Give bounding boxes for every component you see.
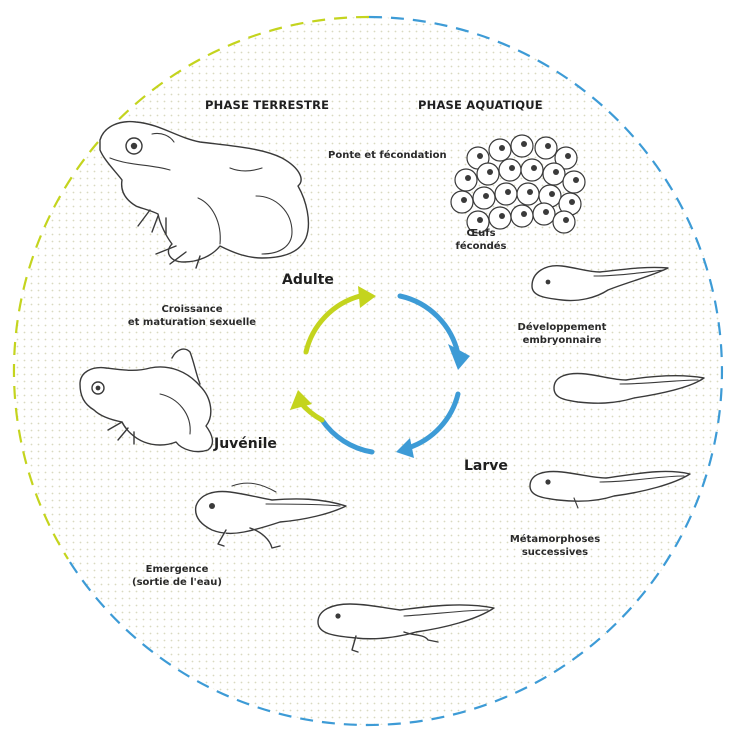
eggs-caption: Œufs fécondés [446,228,516,253]
egg-embryo [521,211,527,217]
egg-embryo [531,165,537,171]
eggs-caption-line1: Œufs [446,228,516,241]
egg-embryo [545,143,551,149]
growth-caption-line1: Croissance [102,304,282,317]
egg-embryo [477,153,483,159]
egg-embryo [527,189,533,195]
egg-embryo [461,197,467,203]
terrestrial-phase-title: PHASE TERRESTRE [205,98,329,112]
egg-embryo [521,141,527,147]
metamorphosis-caption: Métamorphoses successives [490,534,620,559]
embryo-caption-line1: Développement [497,322,627,335]
emergence-caption-line1: Emergence [112,564,242,577]
embryo-caption-line2: embryonnaire [497,335,627,348]
egg-embryo [565,153,571,159]
growth-caption-line2: et maturation sexuelle [102,317,282,330]
egg-embryo [499,145,505,151]
embryo-caption: Développement embryonnaire [497,322,627,347]
emergence-caption-line2: (sortie de l'eau) [112,577,242,590]
egg-embryo [505,189,511,195]
egg-embryo [499,213,505,219]
egg-embryo [563,217,569,223]
aquatic-phase-title: PHASE AQUATIQUE [418,98,543,112]
adult-stage-label: Adulte [282,272,334,290]
egg-embryo [569,199,575,205]
egg-embryo [477,217,483,223]
egg-embryo [487,169,493,175]
juvenile-stage-label: Juvénile [214,436,277,454]
egg-embryo [543,209,549,215]
larva-stage-label: Larve [464,458,508,476]
egg-embryo [553,169,559,175]
eggs-caption-line2: fécondés [446,241,516,254]
egg-embryo [509,165,515,171]
spawning-caption: Ponte et fécondation [328,150,447,163]
growth-caption: Croissance et maturation sexuelle [102,304,282,329]
egg-embryo [483,193,489,199]
metamorphosis-caption-line1: Métamorphoses [490,534,620,547]
egg-embryo [465,175,471,181]
metamorphosis-caption-line2: successives [490,547,620,560]
egg-embryo [573,177,579,183]
egg-embryo [549,191,555,197]
emergence-caption: Emergence (sortie de l'eau) [112,564,242,589]
